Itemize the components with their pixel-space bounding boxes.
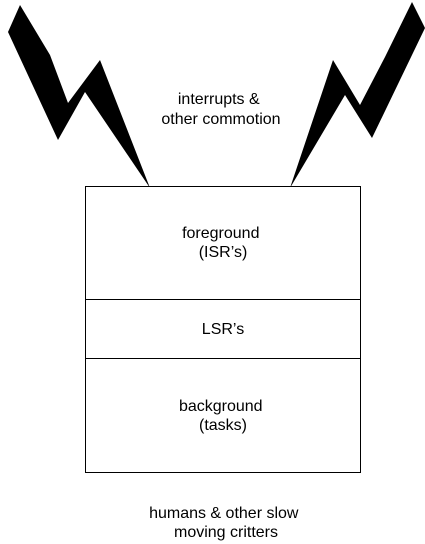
background-layer-line-2: (tasks) [199,417,247,434]
background-layer-line-1: background [179,398,263,415]
top-label-line-1: interrupts & [178,91,260,108]
top-label: interrupts & other commotion [161,91,280,128]
lsr-layer-label: LSR’s [202,321,244,338]
bottom-label: humans & other slow moving critters [149,505,303,541]
right-lightning-bolt-icon [290,2,425,188]
left-lightning-bolt-icon [8,5,150,188]
foreground-layer-line-2: (ISR’s) [199,244,248,261]
lsr-layer-line-1: LSR’s [202,321,244,338]
top-label-line-2: other commotion [161,111,280,128]
bottom-label-line-2: moving critters [174,524,278,541]
layer-stack-box [85,186,361,473]
bottom-label-line-1: humans & other slow [149,505,299,522]
foreground-layer-label: foreground (ISR’s) [182,225,264,261]
foreground-layer-line-1: foreground [182,225,259,242]
background-layer-label: background (tasks) [179,398,267,434]
